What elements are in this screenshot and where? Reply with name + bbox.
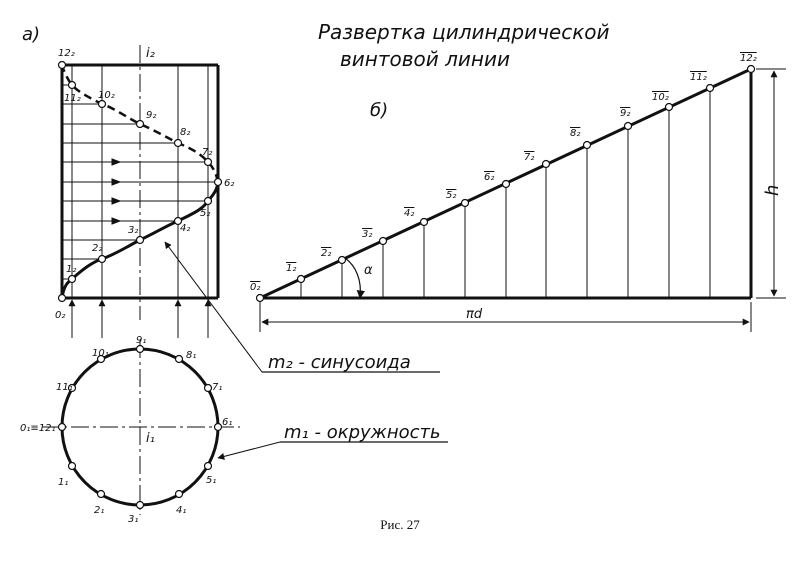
- m1-leader: m₁ - окружность: [217, 422, 448, 460]
- front-level-lines: [62, 84, 218, 280]
- dev-label-9: 9₂: [620, 108, 630, 119]
- front-label-6: 6₂: [224, 178, 234, 189]
- dev-point-labels: 0₂ 1₂ 2₂ 3₂ 4₂ 5₂ 6₂ 7₂ 8₂ 9₂ 10₂ 11₂ 12…: [250, 53, 757, 293]
- front-label-1: 1₂: [66, 264, 76, 275]
- front-level-arrows: [111, 158, 122, 225]
- dev-label-10: 10₂: [652, 92, 669, 103]
- front-point-labels: 0₂ 1₂ 2₂ 3₂ 4₂ 5₂ 6₂ 7₂ 8₂ 9₂ 10₂ 11₂ 12…: [55, 48, 234, 321]
- dev-label-8: 8₂: [570, 128, 580, 139]
- front-label-8: 8₂: [180, 127, 190, 138]
- dev-label-1: 1₂: [286, 263, 296, 274]
- dev-label-3: 3₂: [362, 229, 372, 240]
- circle-label-9: 9₁: [136, 335, 146, 346]
- front-label-11: 11₂: [64, 93, 81, 104]
- circle-label-8: 8₁: [186, 350, 196, 361]
- panel-b-label: б): [370, 100, 388, 121]
- circle-label-5: 5₁: [206, 475, 216, 486]
- front-label-5: 5₂: [200, 208, 210, 219]
- pid-label: πd: [466, 307, 483, 322]
- axis-i1-label: i₁: [146, 431, 155, 446]
- front-label-9: 9₂: [146, 110, 156, 121]
- development-view: 0₂ 1₂ 2₂ 3₂ 4₂ 5₂ 6₂ 7₂ 8₂ 9₂ 10₂ 11₂ 12…: [250, 53, 786, 332]
- dev-label-6: 6₂: [484, 172, 494, 183]
- dev-label-0: 0₂: [250, 282, 260, 293]
- alpha-label: α: [364, 263, 373, 278]
- top-view: i₁ 0₁≡12₁ 1₁ 2₁ 3₁ 4₁ 5₁ 6₁ 7₁ 8₁ 9₁: [20, 335, 240, 525]
- figure-caption: Рис. 27: [380, 517, 420, 532]
- front-label-10: 10₂: [98, 90, 115, 101]
- front-label-4: 4₂: [180, 223, 190, 234]
- circle-label-10: 10₁: [92, 348, 109, 359]
- circle-label-4: 4₁: [176, 505, 186, 516]
- front-point-markers: [57, 60, 223, 303]
- circle-point-labels: 0₁≡12₁ 1₁ 2₁ 3₁ 4₁ 5₁ 6₁ 7₁ 8₁ 9₁ 10₁ 11…: [20, 335, 232, 525]
- m1-label: m₁ - окружность: [284, 422, 441, 443]
- front-label-0: 0₂: [55, 310, 65, 321]
- axis-i2-label: i₂: [146, 46, 155, 61]
- front-label-3: 3₂: [128, 225, 138, 236]
- dev-verticals: [300, 88, 711, 298]
- dev-label-12: 12₂: [740, 53, 757, 64]
- dev-label-5: 5₂: [446, 190, 456, 201]
- front-label-12: 12₂: [58, 48, 75, 59]
- circle-label-6: 6₁: [222, 417, 232, 428]
- dev-label-4: 4₂: [404, 208, 414, 219]
- dev-label-11: 11₂: [690, 72, 707, 83]
- circle-label-3: 3₁: [128, 514, 138, 525]
- front-label-2: 2₂: [92, 243, 102, 254]
- circle-label-2: 2₁: [94, 505, 104, 516]
- dev-label-2: 2₂: [321, 248, 331, 259]
- front-label-7: 7₂: [202, 147, 212, 158]
- circle-point-markers: [57, 344, 223, 510]
- title-line-1: Развертка цилиндрической: [318, 20, 610, 44]
- circle-label-11: 11₁: [56, 382, 73, 393]
- panel-a-label: а): [22, 24, 40, 45]
- m2-label: m₂ - синусоида: [268, 352, 411, 373]
- projection-connectors: [68, 299, 212, 338]
- circle-label-7: 7₁: [212, 382, 222, 393]
- circle-label-1: 1₁: [58, 477, 68, 488]
- h-label: h: [762, 185, 783, 196]
- dev-point-markers: [255, 64, 756, 303]
- front-view: i₂ 0₂ 1₂ 2₂ 3₂ 4₂ 5₂: [55, 45, 234, 321]
- dev-label-7: 7₂: [524, 152, 534, 163]
- circle-label-0: 0₁≡12₁: [20, 423, 55, 434]
- title-line-2: винтовой линии: [340, 47, 510, 71]
- alpha-arc: [344, 257, 366, 299]
- m2-leader: m₂ - синусоида: [164, 241, 440, 373]
